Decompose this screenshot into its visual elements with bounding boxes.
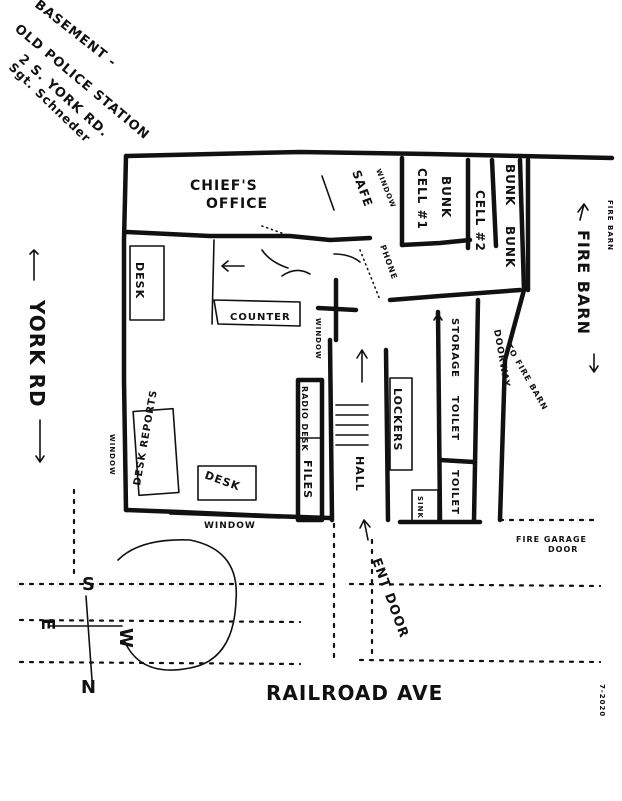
label-railroad-ave: RAILROAD AVE	[266, 681, 443, 705]
label-storage: STORAGE	[449, 318, 460, 378]
compass-n: N	[80, 675, 96, 696]
left-wall	[121, 153, 129, 513]
arrow-left	[221, 260, 245, 272]
label-fire-garage-door: DOOR	[548, 545, 578, 554]
label-cell2: CELL #2	[473, 190, 487, 252]
arrow-ent	[359, 519, 371, 541]
margin-note-top: FIRE BARN	[606, 200, 614, 251]
label-window-small: WINDOW	[374, 168, 397, 210]
chief-office-bottom	[123, 229, 373, 243]
desk-reports-box	[132, 407, 180, 497]
label-counter: COUNTER	[230, 312, 291, 323]
interior-fixtures	[129, 175, 443, 541]
york-rd-arrow-bottom	[35, 419, 45, 463]
label-cell1: CELL #1	[415, 168, 429, 230]
label-bunk1: BUNK	[439, 176, 453, 218]
cell-divider-2	[489, 157, 499, 249]
label-hall: HALL	[353, 456, 366, 492]
label-toilet2: TOILET	[449, 470, 460, 515]
right-wall	[497, 157, 527, 523]
label-phone: PHONE	[378, 244, 399, 281]
building-walls	[121, 149, 615, 525]
compass-s: S	[82, 574, 96, 595]
compass-w: W	[115, 628, 136, 649]
counter-outline	[213, 299, 301, 327]
street-line-3	[18, 660, 302, 666]
street-circle	[117, 539, 238, 671]
door-arc-2	[281, 269, 311, 277]
label-fire-garage: FIRE GARAGE	[516, 535, 587, 544]
compass-ns-line	[85, 595, 93, 681]
label-office: OFFICE	[206, 196, 268, 212]
label-radio-desk: RADIO DESK	[300, 386, 309, 452]
margin-notes: FIRE BARN 7-2020	[598, 200, 614, 717]
window-bottom-line	[169, 513, 281, 519]
margin-note-bottom: 7-2020	[598, 684, 606, 717]
storage-right-wall	[471, 297, 481, 523]
arrow-up-hall	[356, 349, 368, 383]
label-ent-door: ENT DOOR	[368, 556, 411, 640]
label-desk1: DESK	[133, 262, 146, 299]
label-toilet1: TOILET	[449, 396, 460, 441]
door-arc-1	[261, 249, 289, 269]
cell-wall-1	[399, 237, 473, 248]
sink-box	[411, 489, 439, 523]
phone-line	[359, 249, 381, 301]
title-block: BASEMENT - OLD POLICE STATION 2 S. YORK …	[6, 0, 152, 145]
fire-barn-arrow-bottom	[589, 353, 599, 373]
street-line-5	[358, 658, 602, 664]
label-bunk2: BUNK	[503, 164, 517, 206]
toilet-divider	[437, 457, 477, 465]
center-post-cross	[315, 305, 359, 313]
label-files: FILES	[301, 460, 314, 499]
desk2-box	[197, 465, 257, 501]
label-sink: SINK	[416, 496, 424, 519]
label-doorway: DOORWAY	[491, 329, 511, 389]
hall-left-wall	[327, 337, 335, 523]
label-lockers: LOCKERS	[391, 388, 404, 451]
top-wall	[123, 149, 615, 161]
fire-barn-arrow-top	[577, 203, 589, 221]
label-window-mid: WINDOW	[314, 318, 322, 360]
street-labels: YORK RD FIRE BARN RAILROAD AVE	[25, 203, 599, 705]
storage-top-wall	[387, 287, 523, 303]
label-chiefs: CHIEF'S	[190, 178, 258, 194]
lockers-box	[389, 377, 413, 471]
label-fire-barn-doorway: TO FIRE BARN	[504, 343, 549, 412]
label-desk2: DESK	[203, 469, 242, 494]
hall-right-wall	[383, 347, 391, 523]
street-line-2	[18, 618, 302, 624]
label-york-rd: YORK RD	[25, 299, 49, 408]
storage-wall	[435, 309, 443, 523]
label-fire-barn: FIRE BARN	[574, 230, 593, 335]
door-arc-3	[333, 253, 361, 263]
street-line-4	[348, 582, 602, 588]
label-bunk3: BUNK	[503, 226, 517, 268]
stairs	[335, 404, 369, 446]
counter-vertical	[211, 239, 215, 325]
street-grid	[18, 488, 602, 671]
safe-diag	[321, 175, 335, 211]
desk1-box	[129, 245, 165, 321]
compass-e: E	[37, 618, 58, 631]
label-window-left: WINDOW	[108, 434, 116, 476]
york-rd-arrow-top	[29, 249, 39, 281]
label-window-bottom: WINDOW	[204, 521, 256, 531]
arrow-small-up	[433, 313, 443, 341]
radio-box	[297, 379, 323, 439]
label-safe: SAFE	[349, 168, 375, 209]
door-swing-dash	[261, 225, 291, 237]
compass: S N W E	[37, 574, 136, 696]
label-desk-reports: DESK REPORTS	[132, 389, 160, 487]
